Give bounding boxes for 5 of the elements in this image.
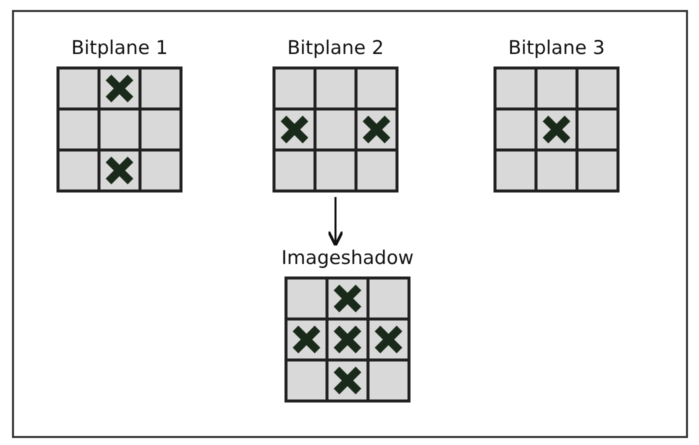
- grid-title: Imageshadow: [281, 246, 414, 270]
- grid-title: Bitplane 2: [287, 36, 384, 60]
- grid-title: Bitplane 1: [71, 36, 168, 60]
- grid-title: Bitplane 3: [508, 36, 605, 60]
- arrow: [327, 197, 344, 247]
